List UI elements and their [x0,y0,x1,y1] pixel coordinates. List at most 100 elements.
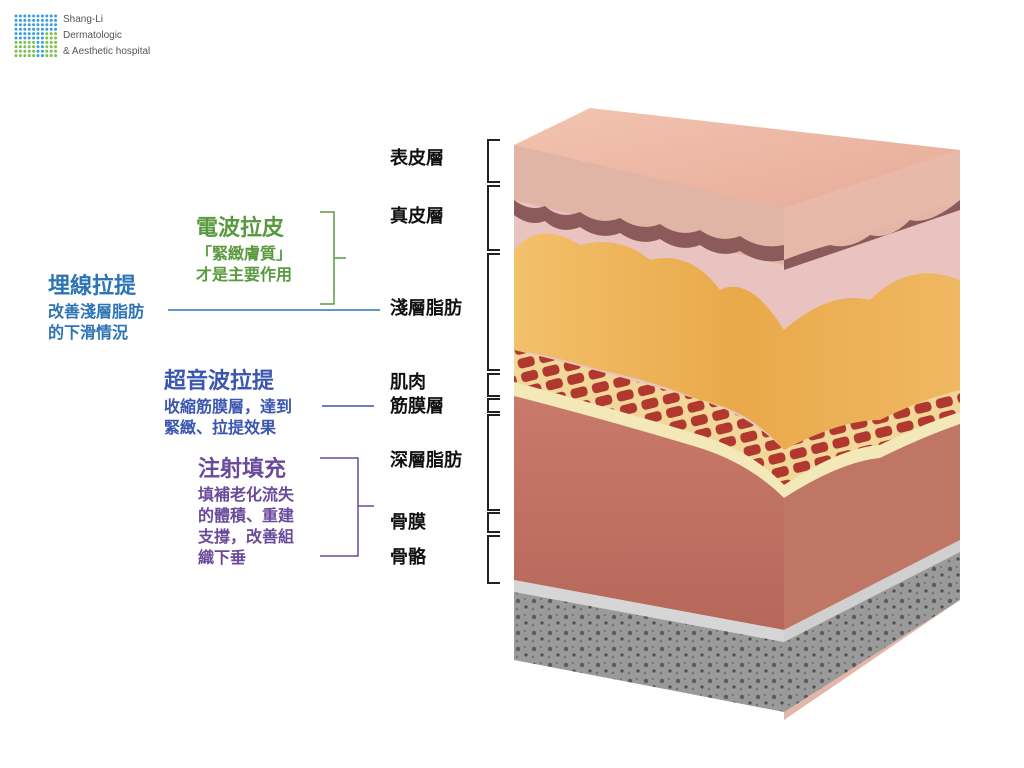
logo-dot [32,45,36,49]
logo-dot [18,23,22,27]
treatment-filler-title: 注射填充 [198,457,287,482]
logo-dot [45,45,49,49]
logo-dot [54,54,58,58]
logo-dot [40,18,44,22]
logo-dot [32,49,36,53]
logo-dot [45,14,49,18]
treatment-rf-desc-1: 「緊緻膚質」 [196,244,293,263]
logo-dot [18,14,22,18]
logo-dot [23,23,27,27]
logo-dot [54,14,58,18]
logo-dot [14,40,18,44]
logo-dot [18,49,22,53]
logo-dots-icon [14,14,58,58]
logo-dot [49,32,53,36]
treatment-thread-desc-1: 改善淺層脂肪 [48,302,145,321]
logo-dot [27,49,31,53]
logo-dot [32,40,36,44]
logo-dot [45,32,49,36]
logo-dot [14,18,18,22]
logo-dot [14,36,18,40]
logo-dot [36,45,40,49]
logo-dot [27,23,31,27]
logo-dot [40,40,44,44]
logo-dot [49,54,53,58]
logo-dot [36,32,40,36]
logo-dot [54,49,58,53]
logo-dot [45,27,49,31]
logo-dot [14,27,18,31]
logo-dot [36,23,40,27]
logo-dot [18,36,22,40]
logo-dot [23,54,27,58]
logo-dot [27,32,31,36]
layer-label-bone: 骨骼 [390,547,426,568]
logo-dot [14,54,18,58]
treatment-filler-desc-2: 的體積、重建 [198,506,295,525]
logo-dot [36,27,40,31]
logo-dot [23,40,27,44]
logo-dot [40,27,44,31]
logo-dot [36,36,40,40]
treatment-thread: 埋線拉提 改善淺層脂肪 的下滑情況 [48,273,144,343]
logo-dot [23,14,27,18]
treatment-filler-desc-3: 支撐，改善組 [198,527,295,546]
treatment-filler-desc-1: 填補老化流失 [198,485,295,504]
treatment-rf-title: 電波拉皮 [196,216,285,241]
logo-dot [23,45,27,49]
treatment-filler: 注射填充 填補老化流失 的體積、重建 支撐，改善組 織下垂 [198,456,294,568]
logo-dot [18,32,22,36]
treatment-hifu: 超音波拉提 收縮筋膜層，達到 緊緻、拉提效果 [164,368,292,438]
logo-dot [40,54,44,58]
logo-dot [32,54,36,58]
logo-dot [27,40,31,44]
logo-dot [54,45,58,49]
logo-dot [32,36,36,40]
logo-dot [49,14,53,18]
logo-dot [27,45,31,49]
logo-dot [40,14,44,18]
layer-label-fascia: 筋膜層 [390,396,444,417]
logo-dot [45,49,49,53]
logo-dot [14,23,18,27]
layer-label-deep-fat: 深層脂肪 [390,450,462,471]
logo-dot [54,36,58,40]
logo-dot [18,40,22,44]
logo-dot [27,27,31,31]
logo-dot [32,23,36,27]
layer-label-superficial-fat: 淺層脂肪 [390,298,462,319]
logo-dot [40,32,44,36]
logo-dot [40,23,44,27]
treatment-thread-title: 埋線拉提 [48,274,137,299]
logo-dot [18,45,22,49]
logo-dot [49,49,53,53]
logo-dot [36,18,40,22]
logo-dot [36,49,40,53]
logo-dot [27,36,31,40]
logo-line-1: Shang-Li [63,14,104,25]
treatment-filler-desc-4: 織下垂 [198,548,247,567]
logo-dot [23,18,27,22]
layer-label-periosteum: 骨膜 [390,512,426,533]
logo-dot [14,14,18,18]
logo-dot [49,18,53,22]
logo-dot [45,54,49,58]
logo-dot [32,14,36,18]
logo-dot [32,18,36,22]
logo-dot [18,27,22,31]
logo-dot [49,27,53,31]
logo-dot [23,27,27,31]
treatment-hifu-title: 超音波拉提 [164,369,275,394]
logo-dot [27,14,31,18]
logo-dot [36,14,40,18]
logo-dot [32,27,36,31]
treatment-hifu-desc-2: 緊緻、拉提效果 [164,418,277,437]
logo-dot [14,49,18,53]
skin-layers-illustration [514,108,960,720]
logo-dot [27,18,31,22]
logo-dot [23,32,27,36]
logo-line-2: Dermatologic [63,30,122,41]
layer-label-muscle: 肌肉 [390,372,426,393]
treatment-rf-desc-2: 才是主要作用 [196,265,293,284]
